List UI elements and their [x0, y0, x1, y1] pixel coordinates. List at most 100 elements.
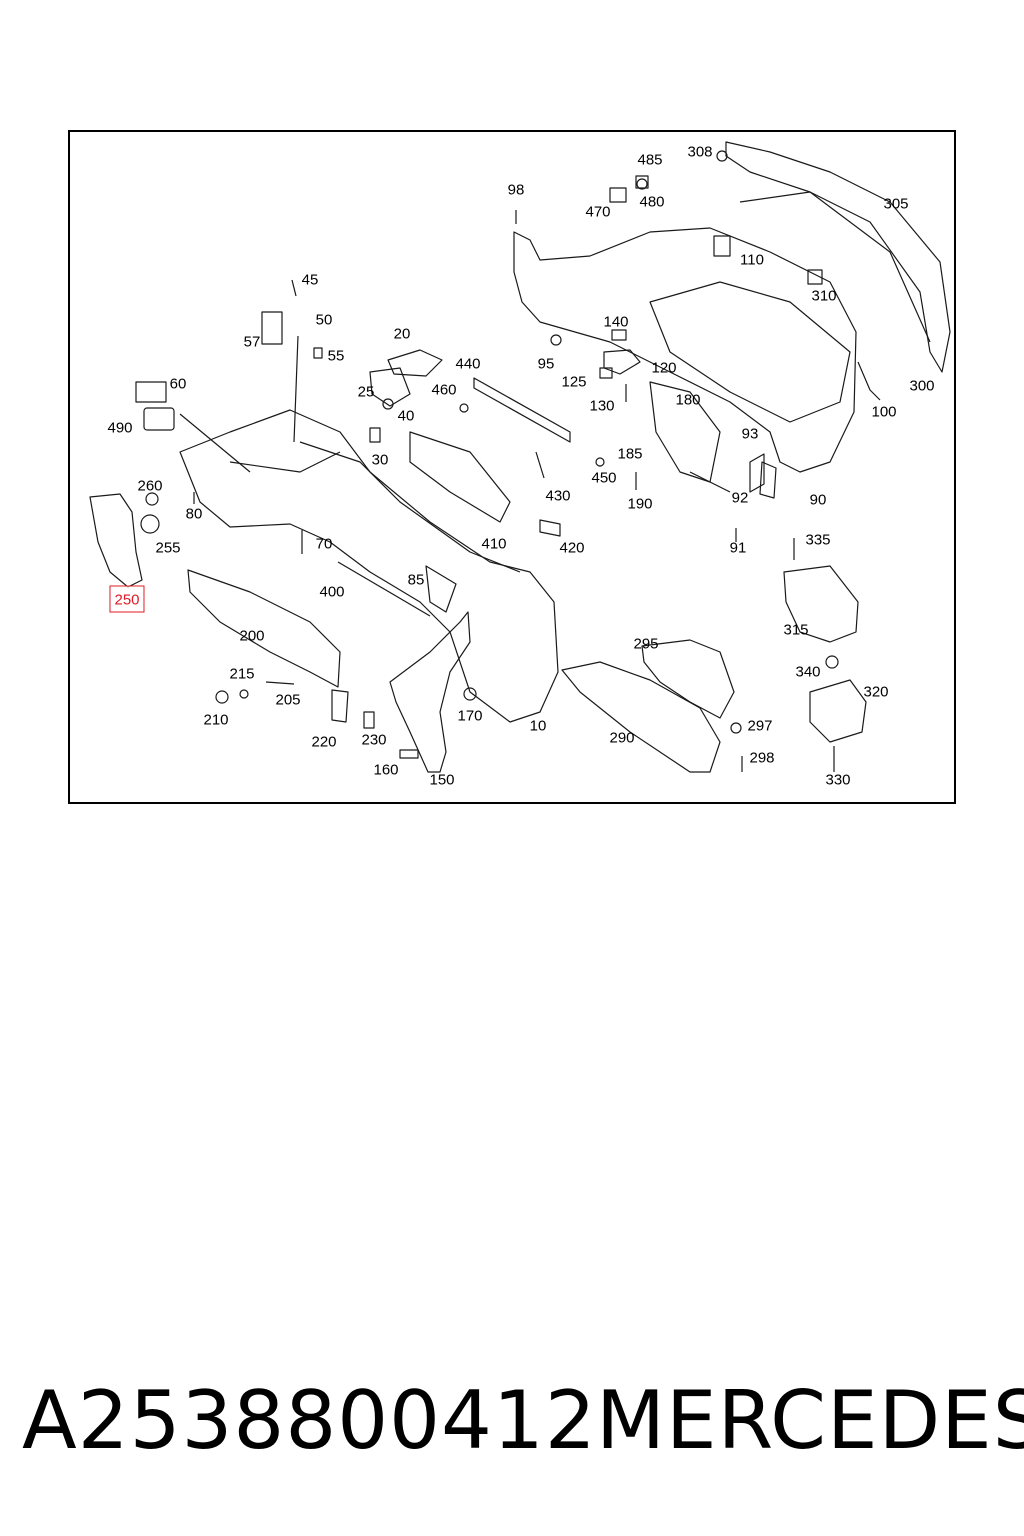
callout-215: 215	[229, 665, 255, 683]
rear-bumper-upper-cover	[513, 227, 857, 473]
callout-60: 60	[169, 375, 187, 393]
nut-297	[730, 722, 742, 734]
fastener-260	[145, 492, 159, 506]
callout-25: 25	[357, 383, 375, 401]
callout-205: 205	[275, 691, 301, 709]
callout-91: 91	[729, 539, 747, 557]
main-bumper-cover	[179, 409, 559, 723]
callout-40: 40	[397, 407, 415, 425]
exhaust-shroud	[641, 639, 735, 719]
callout-45: 45	[301, 271, 319, 289]
bolt-45	[291, 279, 297, 297]
cover-490	[143, 407, 175, 431]
exhaust-mount	[809, 679, 867, 743]
callout-200: 200	[239, 627, 265, 645]
callout-490: 490	[107, 419, 133, 437]
callout-400: 400	[319, 583, 345, 601]
callout-480: 480	[639, 193, 665, 211]
bolt-205	[265, 681, 295, 685]
callout-305: 305	[883, 195, 909, 213]
grommet-255	[140, 514, 160, 534]
caption: A2538800412 MERCEDES	[0, 1376, 1024, 1476]
callout-140: 140	[603, 313, 629, 331]
callout-290: 290	[609, 729, 635, 747]
callout-85: 85	[407, 571, 425, 589]
strip-400	[337, 561, 431, 617]
part-230	[363, 711, 375, 729]
callout-340: 340	[795, 663, 821, 681]
callout-460: 460	[431, 381, 457, 399]
callout-308: 308	[687, 143, 713, 161]
callout-120: 120	[651, 359, 677, 377]
nut-170	[463, 687, 477, 701]
callout-90: 90	[809, 491, 827, 509]
callout-230: 230	[361, 731, 387, 749]
strip-440	[473, 377, 571, 443]
part-number: A2538800412	[22, 1374, 597, 1467]
clip-450	[595, 457, 605, 467]
callout-470: 470	[585, 203, 611, 221]
callout-130: 130	[589, 397, 615, 415]
bracket-20	[387, 349, 443, 377]
callout-320: 320	[863, 683, 889, 701]
callout-170: 170	[457, 707, 483, 725]
callout-160: 160	[373, 761, 399, 779]
callout-110: 110	[740, 251, 764, 269]
wire-430	[535, 451, 545, 479]
callout-70: 70	[315, 535, 333, 553]
callout-185: 185	[617, 445, 643, 463]
rod-50	[293, 335, 299, 443]
callout-450: 450	[591, 469, 617, 487]
clip-40	[382, 398, 394, 410]
callout-190: 190	[627, 495, 653, 513]
brand-name: MERCEDES	[596, 1374, 1024, 1467]
callout-210: 210	[203, 711, 229, 729]
callout-430: 430	[545, 487, 571, 505]
callout-10: 10	[529, 717, 547, 735]
clip-95	[550, 334, 562, 346]
clip-55	[313, 347, 323, 359]
callout-57: 57	[243, 333, 261, 351]
clip-140	[611, 329, 627, 341]
callout-310: 310	[811, 287, 837, 305]
callout-295: 295	[633, 635, 659, 653]
nut-210	[215, 690, 229, 704]
left-bracket	[89, 493, 143, 588]
bracket-220	[331, 689, 349, 723]
callout-255: 255	[155, 539, 181, 557]
clip-125	[599, 367, 613, 379]
callout-55: 55	[327, 347, 345, 365]
callout-125: 125	[561, 373, 587, 391]
callout-250: 250	[109, 585, 145, 613]
callout-98: 98	[507, 181, 525, 199]
bracket-57	[261, 311, 283, 345]
screw-460	[459, 403, 469, 413]
callout-315: 315	[783, 621, 809, 639]
callout-260: 260	[137, 477, 163, 495]
chrome-trim-strip	[725, 141, 951, 373]
callout-150: 150	[429, 771, 455, 789]
right-bracket	[783, 565, 859, 643]
callout-220: 220	[311, 733, 337, 751]
bracket-92	[759, 461, 777, 499]
part-160	[399, 749, 419, 759]
rear-diffuser-panel	[649, 281, 851, 423]
callout-100: 100	[871, 403, 897, 421]
callout-297: 297	[747, 717, 773, 735]
clip-310	[807, 269, 823, 285]
callout-20: 20	[393, 325, 411, 343]
sensor-110	[713, 235, 731, 257]
wheel-arch-liner	[389, 611, 471, 773]
callout-300: 300	[909, 377, 935, 395]
clip-485	[636, 178, 648, 190]
sensor-120	[603, 349, 641, 375]
callout-92: 92	[731, 489, 749, 507]
callout-410: 410	[481, 535, 507, 553]
clip-308	[716, 150, 728, 162]
callout-420: 420	[559, 539, 585, 557]
clip-30	[369, 427, 381, 443]
bumper-exploded-drawing	[89, 141, 951, 773]
washer-215	[239, 689, 249, 699]
clip-470	[609, 187, 627, 203]
trim-100	[857, 361, 881, 401]
